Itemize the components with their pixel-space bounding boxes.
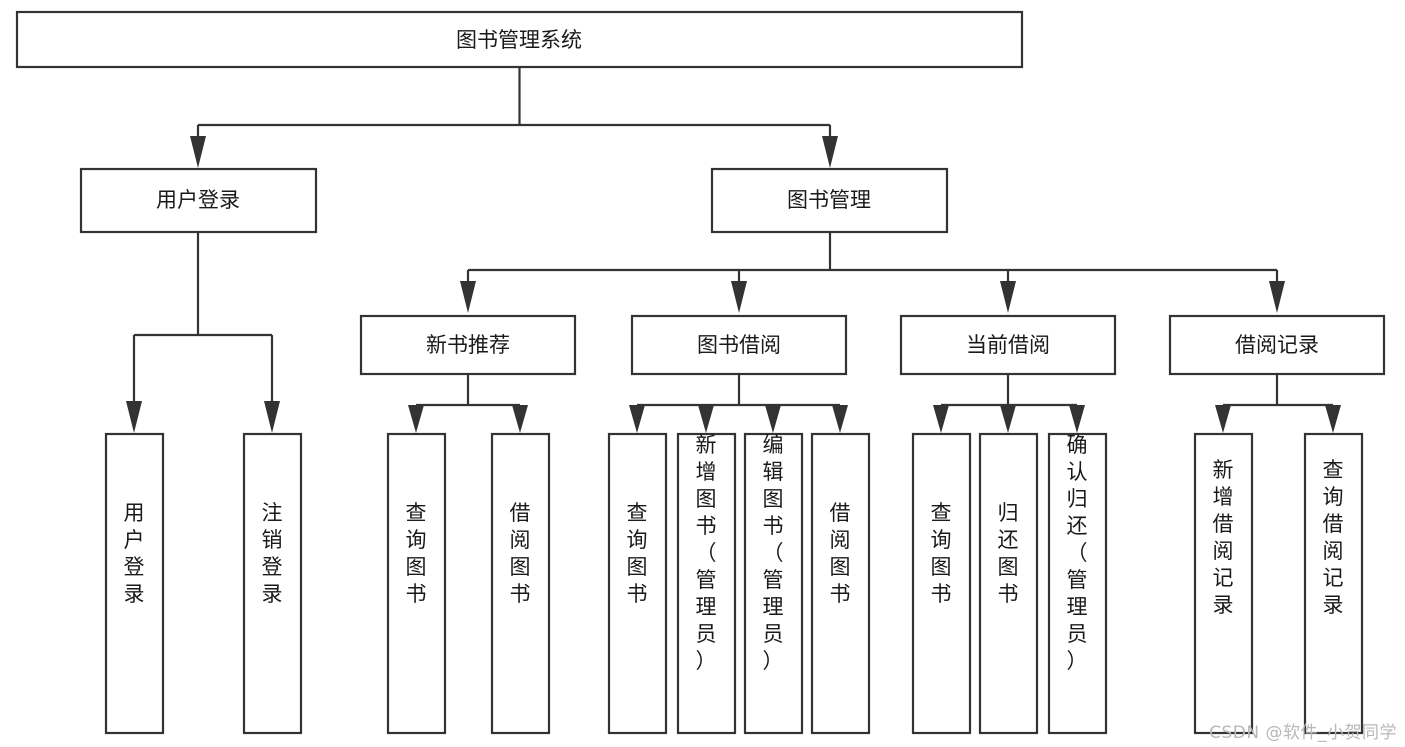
leaf-user-login-1-box[interactable] <box>104 432 165 735</box>
node-user-login-box[interactable] <box>79 167 318 234</box>
leaf-current-borrow-3-box[interactable] <box>1047 432 1108 735</box>
node-current-borrow-box[interactable] <box>899 314 1117 376</box>
arrow-to-new-book <box>460 281 476 313</box>
node-borrow-record-label: 借阅记录 <box>1235 333 1319 357</box>
csdn-watermark: CSDN @软件_小贺同学 <box>1209 723 1397 743</box>
leaf-book-borrow-3-label: 编辑图书（管理员） <box>763 433 784 673</box>
arrow-current-borrow-leaf3 <box>1069 405 1085 433</box>
arrow-to-user-login <box>190 136 206 168</box>
leaf-borrow-record-1[interactable]: 新增借阅记录 <box>1193 432 1254 735</box>
node-new-book-recommend[interactable]: 新书推荐 <box>359 314 577 376</box>
leaf-user-login-1[interactable]: 用户登录 <box>104 432 165 735</box>
node-current-borrow[interactable]: 当前借阅 <box>899 314 1117 376</box>
leaf-book-borrow-3-box[interactable] <box>743 432 804 735</box>
leaf-user-login-2[interactable]: 注销登录 <box>242 432 303 735</box>
leaf-new-book-2-box[interactable] <box>490 432 551 735</box>
arrow-user-login-leaf2 <box>264 401 280 433</box>
leaf-book-borrow-2-box[interactable] <box>676 432 737 735</box>
leaf-book-borrow-1-box[interactable] <box>607 432 668 735</box>
leaf-current-borrow-2-label: 归还图书 <box>998 501 1019 606</box>
leaf-user-login-1-label: 用户登录 <box>124 501 145 606</box>
node-user-login[interactable]: 用户登录 <box>79 167 318 234</box>
leaf-current-borrow-1-box[interactable] <box>911 432 972 735</box>
arrow-current-borrow-leaf2 <box>1000 405 1016 433</box>
leaf-book-borrow-2[interactable]: 新增图书（管理员） <box>676 432 737 735</box>
leaf-current-borrow-1-label: 查询图书 <box>931 501 952 606</box>
arrow-book-borrow-leaf2 <box>698 405 714 433</box>
node-book-manage-label: 图书管理 <box>787 188 871 212</box>
arrow-to-book-manage <box>822 136 838 168</box>
leaf-book-borrow-1[interactable]: 查询图书 <box>607 432 668 735</box>
node-new-book-recommend-label: 新书推荐 <box>426 333 510 357</box>
arrow-user-login-leaf1 <box>126 401 142 433</box>
leaf-current-borrow-3[interactable]: 确认归还（管理员） <box>1047 432 1108 735</box>
node-borrow-record-box[interactable] <box>1168 314 1386 376</box>
leaf-new-book-1-label: 查询图书 <box>406 501 427 606</box>
node-borrow-record[interactable]: 借阅记录 <box>1168 314 1386 376</box>
leaf-borrow-record-1-label: 新增借阅记录 <box>1213 458 1234 617</box>
leaf-current-borrow-1[interactable]: 查询图书 <box>911 432 972 735</box>
leaf-borrow-record-2-box[interactable] <box>1303 432 1364 735</box>
node-current-borrow-label: 当前借阅 <box>966 333 1050 357</box>
node-root-label: 图书管理系统 <box>456 28 582 52</box>
arrow-to-current-borrow <box>1000 281 1016 313</box>
node-book-manage-box[interactable] <box>710 167 949 234</box>
node-root[interactable]: 图书管理系统 <box>15 10 1024 69</box>
leaf-borrow-record-2[interactable]: 查询借阅记录 <box>1303 432 1364 735</box>
leaf-user-login-2-label: 注销登录 <box>262 501 283 606</box>
leaf-book-borrow-3[interactable]: 编辑图书（管理员） <box>743 432 804 735</box>
arrow-new-book-leaf1 <box>408 405 424 433</box>
leaf-borrow-record-1-box[interactable] <box>1193 432 1254 735</box>
leaf-book-borrow-1-label: 查询图书 <box>627 501 648 606</box>
leaf-new-book-2[interactable]: 借阅图书 <box>490 432 551 735</box>
node-new-book-recommend-box[interactable] <box>359 314 577 376</box>
node-book-borrow-label: 图书借阅 <box>697 333 781 357</box>
leaf-current-borrow-2[interactable]: 归还图书 <box>978 432 1039 735</box>
leaf-user-login-2-box[interactable] <box>242 432 303 735</box>
arrow-book-borrow-leaf1 <box>629 405 645 433</box>
arrow-borrow-record-leaf2 <box>1325 405 1341 433</box>
connector-layer <box>126 67 1341 433</box>
leaf-book-borrow-2-label: 新增图书（管理员） <box>696 433 717 673</box>
leaf-new-book-2-label: 借阅图书 <box>510 501 531 606</box>
node-book-manage[interactable]: 图书管理 <box>710 167 949 234</box>
arrow-new-book-leaf2 <box>512 405 528 433</box>
leaf-book-borrow-4-label: 借阅图书 <box>830 501 851 606</box>
leaf-book-borrow-4[interactable]: 借阅图书 <box>810 432 871 735</box>
arrow-to-borrow-record <box>1269 281 1285 313</box>
arrow-borrow-record-leaf1 <box>1215 405 1231 433</box>
leaf-new-book-1[interactable]: 查询图书 <box>386 432 447 735</box>
node-user-login-label: 用户登录 <box>156 188 240 212</box>
leaf-borrow-record-2-label: 查询借阅记录 <box>1323 458 1344 617</box>
leaf-current-borrow-3-label: 确认归还（管理员） <box>1067 433 1088 673</box>
node-book-borrow-box[interactable] <box>630 314 848 376</box>
leaf-current-borrow-2-box[interactable] <box>978 432 1039 735</box>
leaf-new-book-1-box[interactable] <box>386 432 447 735</box>
arrow-book-borrow-leaf3 <box>765 405 781 433</box>
arrow-book-borrow-leaf4 <box>832 405 848 433</box>
leaf-book-borrow-4-box[interactable] <box>810 432 871 735</box>
arrow-to-book-borrow <box>731 281 747 313</box>
node-book-borrow[interactable]: 图书借阅 <box>630 314 848 376</box>
node-root-box[interactable] <box>15 10 1024 69</box>
arrow-current-borrow-leaf1 <box>933 405 949 433</box>
